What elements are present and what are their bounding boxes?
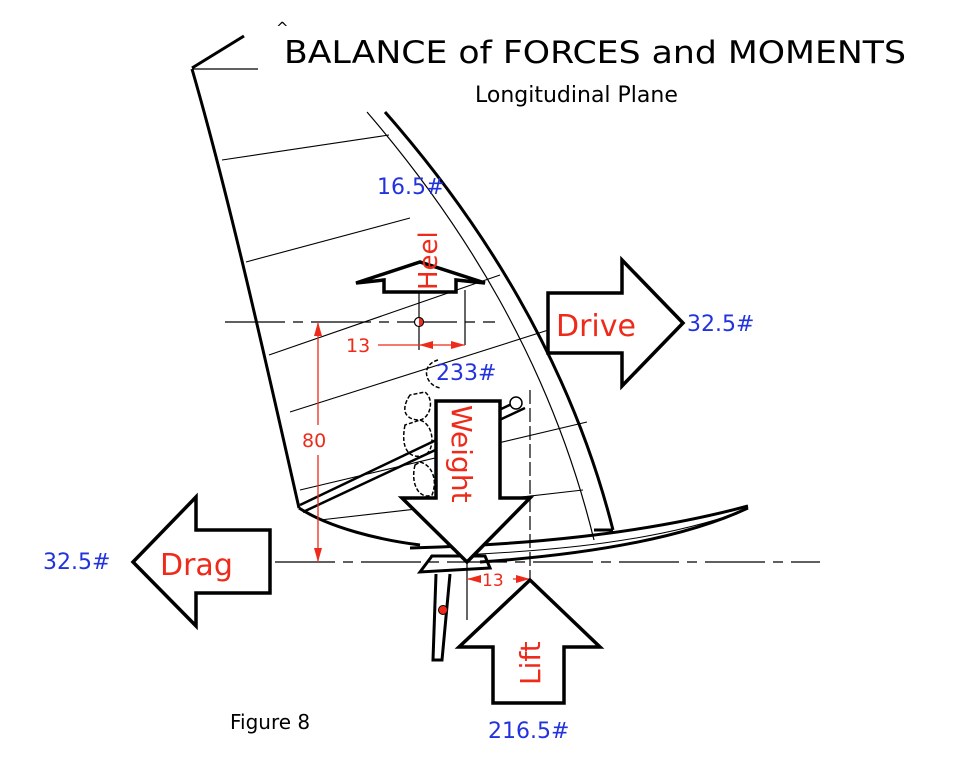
cg-height-label: 80 <box>302 430 326 452</box>
drag-value: 32.5# <box>43 550 110 575</box>
drive-arrow-icon <box>546 255 686 391</box>
title-accent: ^ <box>276 19 289 37</box>
heel-arrow-icon <box>355 260 486 294</box>
dimension-heel-offset <box>378 341 465 349</box>
fin-center-marker <box>438 605 448 615</box>
drive-value: 32.5# <box>687 312 754 337</box>
lift-arrow-icon <box>454 577 605 705</box>
dimension-cg-height <box>314 322 322 562</box>
lift-label: Lift <box>514 641 547 685</box>
dimension-lift-offset <box>467 575 530 583</box>
lift-offset-label: 13 <box>482 571 504 591</box>
page-title: BALANCE of FORCES and MOMENTS <box>284 35 906 71</box>
heel-value: 16.5# <box>377 175 444 200</box>
figure-caption: Figure 8 <box>230 710 310 734</box>
drive-label: Drive <box>556 309 636 344</box>
heel-label: Heel <box>414 231 444 290</box>
lift-value: 216.5# <box>488 719 569 744</box>
drag-label: Drag <box>160 548 233 583</box>
drag-arrow-icon <box>130 492 272 631</box>
weight-arrow-icon <box>397 399 535 565</box>
page-subtitle: Longitudinal Plane <box>475 83 678 108</box>
weight-value: 233# <box>436 361 496 386</box>
heel-offset-label: 13 <box>346 335 370 357</box>
weight-label: Weight <box>445 405 478 503</box>
